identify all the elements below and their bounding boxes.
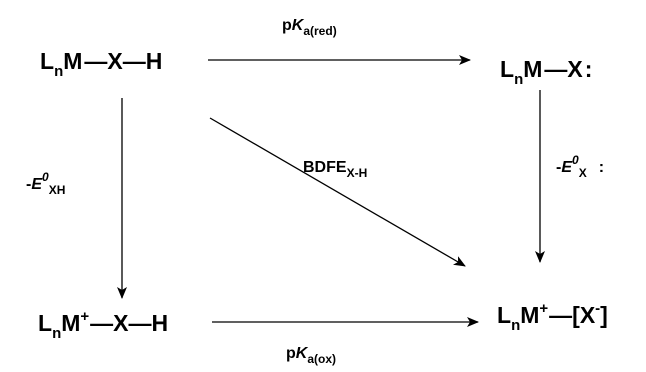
species-bottom-left: LnM+—X—H (38, 308, 168, 342)
label-pka-ox: pKa(ox) (286, 345, 336, 366)
arrow-bdfe (209, 117, 466, 267)
label-pka-red: pKa(red) (282, 17, 337, 38)
species-top-right: LnM—X: (500, 56, 592, 88)
species-top-left: LnM—X—H (40, 48, 162, 80)
label-bdfe: BDFEX-H (303, 159, 367, 180)
label-e-xh: -E0XH (26, 170, 65, 197)
lone-pair-dots: : (585, 56, 593, 82)
species-bottom-right: LnM+—[X-] (497, 300, 608, 334)
label-e-x: -E0X: (556, 153, 604, 180)
